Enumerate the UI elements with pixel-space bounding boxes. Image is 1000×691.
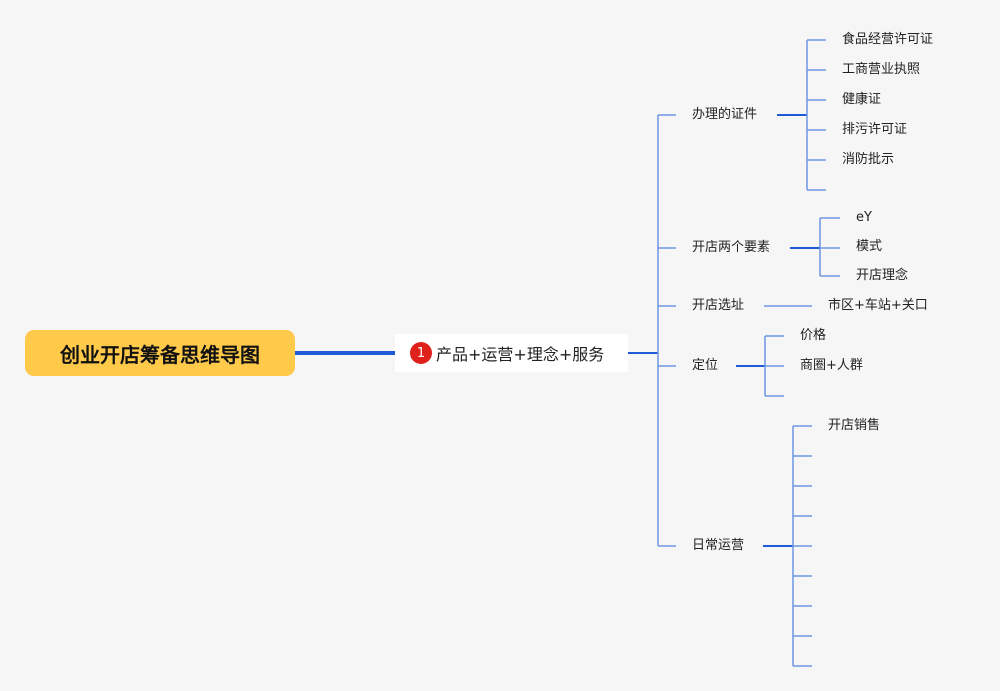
leaf-topic[interactable]: 消防批示 xyxy=(842,152,895,167)
branch-topic-daily-operations[interactable]: 日常运营 xyxy=(692,538,745,553)
leaf-topic[interactable]: 价格 xyxy=(800,328,827,343)
priority-1-icon: 1 xyxy=(410,342,432,364)
leaf-topic[interactable]: 工商营业执照 xyxy=(842,62,921,77)
branch-topic-documents[interactable]: 办理的证件 xyxy=(692,107,758,122)
main-topic-label: 产品+运营+理念+服务 xyxy=(436,345,605,364)
leaf-topic[interactable]: eY xyxy=(856,210,872,225)
branch-topic-positioning[interactable]: 定位 xyxy=(692,358,719,373)
leaf-topic[interactable]: 开店销售 xyxy=(828,418,881,433)
root-topic[interactable]: 创业开店筹备思维导图 xyxy=(25,330,295,376)
leaf-topic[interactable]: 食品经营许可证 xyxy=(842,32,934,47)
leaf-topic[interactable]: 模式 xyxy=(856,239,883,254)
main-topic[interactable]: 1 产品+运营+理念+服务 xyxy=(395,334,628,372)
leaf-topic[interactable]: 开店理念 xyxy=(856,268,909,283)
branch-topic-elements[interactable]: 开店两个要素 xyxy=(692,240,771,255)
branch-topic-location[interactable]: 开店选址 xyxy=(692,298,745,313)
leaf-topic[interactable]: 商圈+人群 xyxy=(800,358,863,373)
leaf-topic[interactable]: 排污许可证 xyxy=(842,122,908,137)
root-topic-label: 创业开店筹备思维导图 xyxy=(60,342,260,367)
leaf-topic[interactable]: 市区+车站+关口 xyxy=(828,298,928,313)
leaf-topic[interactable]: 健康证 xyxy=(842,92,882,107)
